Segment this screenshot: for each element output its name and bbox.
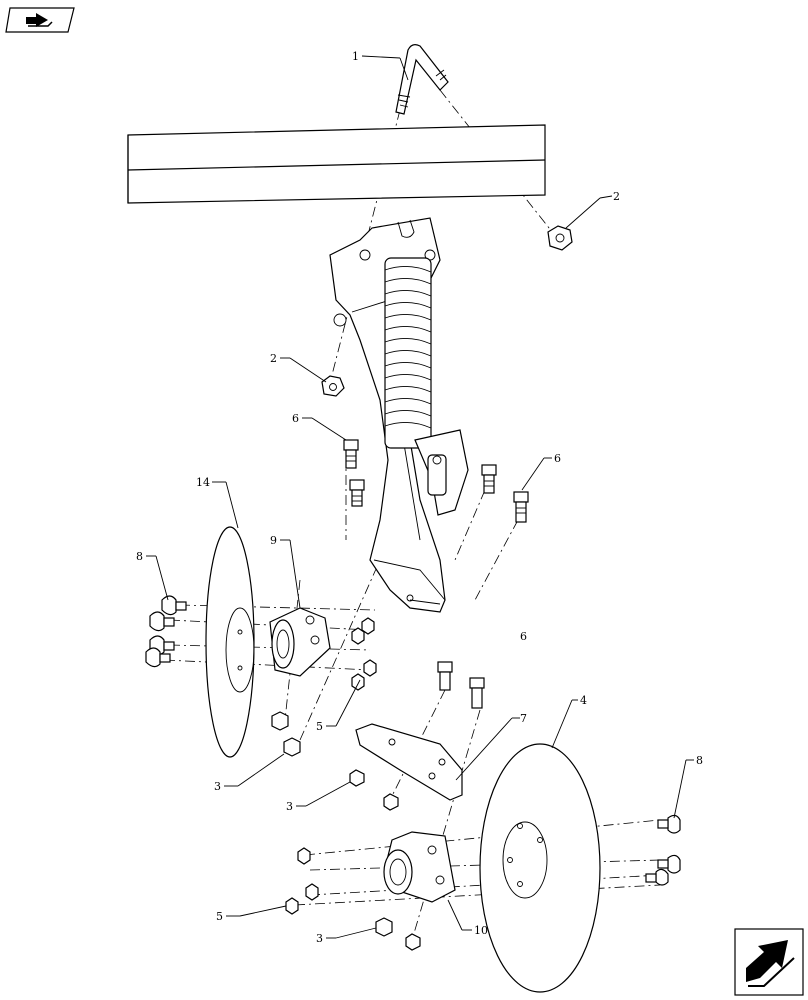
callout-10: 10 <box>474 924 488 937</box>
bolt-6-a <box>343 439 359 469</box>
callout-2-mid: 2 <box>270 352 277 365</box>
callout-9: 9 <box>270 534 277 547</box>
hex-nut-top <box>547 225 573 251</box>
callout-numbers: 1 2 2 6 6 6 14 9 8 5 3 3 4 7 8 5 10 3 <box>136 50 703 945</box>
callout-8-right: 8 <box>696 754 703 767</box>
callout-2-top: 2 <box>613 190 620 203</box>
carriage-bolt-left <box>145 595 187 668</box>
next-page-arrow-icon <box>734 928 804 996</box>
bolt-6-b <box>349 479 365 507</box>
next-page-button[interactable] <box>734 928 804 996</box>
callout-1: 1 <box>352 50 359 63</box>
carriage-bolt-right <box>645 814 681 886</box>
callout-8-left: 8 <box>136 550 143 563</box>
callout-6-lower: 6 <box>520 630 527 643</box>
disc-blade-left <box>205 526 255 758</box>
back-to-index-icon <box>5 7 75 33</box>
coil-spring <box>384 257 469 516</box>
callout-6-right: 6 <box>554 452 561 465</box>
nuts-left-cluster <box>271 617 377 757</box>
callout-14: 14 <box>196 476 210 489</box>
bearing-hub-left <box>269 607 331 677</box>
hex-nut-mid <box>321 375 345 397</box>
callout-5-left: 5 <box>316 720 323 733</box>
nuts-right-cluster <box>285 847 319 915</box>
callout-3-center: 3 <box>286 800 293 813</box>
callout-4: 4 <box>580 694 587 707</box>
bolt-6-c <box>481 464 497 494</box>
nuts-center <box>349 769 421 951</box>
bearing-hub-right <box>383 831 456 903</box>
callout-7: 7 <box>520 712 527 725</box>
callout-6-left: 6 <box>292 412 299 425</box>
callout-5-lower: 5 <box>216 910 223 923</box>
bolt-6-f <box>469 677 485 709</box>
bolt-6-e <box>437 661 453 691</box>
bolt-6-d <box>513 491 529 523</box>
disc-blade-right <box>479 743 601 993</box>
toolbar-frame <box>127 124 546 204</box>
callout-3-lower: 3 <box>316 932 323 945</box>
back-button[interactable] <box>4 6 76 34</box>
scraper-plate <box>355 723 463 801</box>
callout-3-left: 3 <box>214 780 221 793</box>
u-bolt <box>395 44 449 115</box>
callout-leaders <box>146 55 694 939</box>
